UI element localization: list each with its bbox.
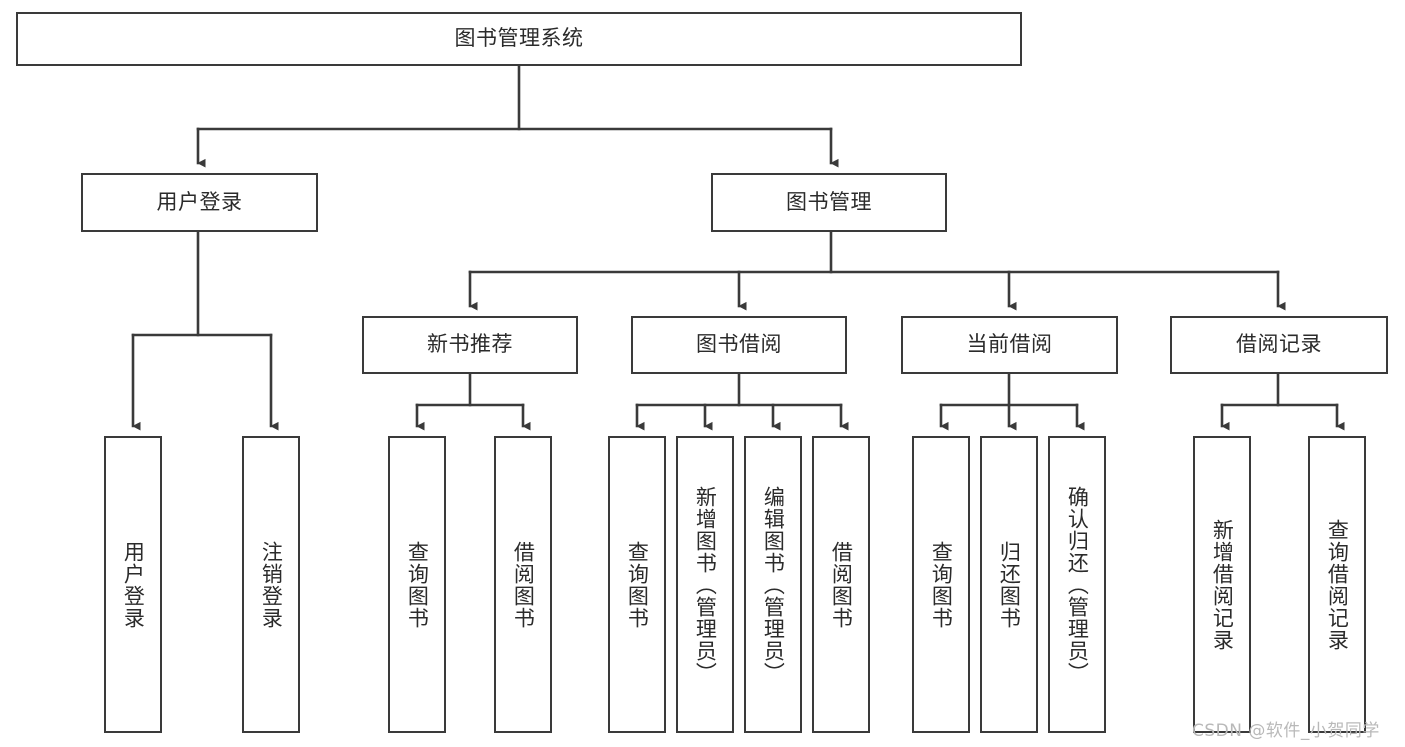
- leaf-user-login[interactable]: 用户登录: [104, 436, 162, 733]
- leaf-borrow-borrow-book[interactable]: 借阅图书: [812, 436, 870, 733]
- leaf-records-query-record-label: 查询借阅记录: [1325, 518, 1350, 651]
- node-user-login-label: 用户登录: [156, 189, 243, 214]
- node-user-login[interactable]: 用户登录: [81, 173, 318, 232]
- leaf-records-add-record[interactable]: 新增借阅记录: [1193, 436, 1251, 733]
- leaf-newbook-borrow-book[interactable]: 借阅图书: [494, 436, 552, 733]
- leaf-borrow-edit-book-label: 编辑图书（管理员）: [761, 485, 786, 684]
- node-borrow-records-label: 借阅记录: [1236, 332, 1322, 357]
- leaf-borrow-add-book[interactable]: 新增图书（管理员）: [676, 436, 734, 733]
- node-book-management[interactable]: 图书管理: [711, 173, 947, 232]
- leaf-user-login-label: 用户登录: [121, 540, 146, 629]
- leaf-current-query-book[interactable]: 查询图书: [912, 436, 970, 733]
- leaf-newbook-borrow-book-label: 借阅图书: [511, 540, 536, 629]
- leaf-logout[interactable]: 注销登录: [242, 436, 300, 733]
- leaf-borrow-query-book-label: 查询图书: [625, 540, 650, 629]
- leaf-current-return-book-label: 归还图书: [997, 540, 1022, 629]
- leaf-current-return-book[interactable]: 归还图书: [980, 436, 1038, 733]
- leaf-records-query-record[interactable]: 查询借阅记录: [1308, 436, 1366, 733]
- leaf-records-add-record-label: 新增借阅记录: [1210, 518, 1235, 651]
- leaf-logout-label: 注销登录: [259, 540, 284, 629]
- node-book-borrow[interactable]: 图书借阅: [631, 316, 847, 374]
- node-book-borrow-label: 图书借阅: [696, 332, 782, 357]
- node-borrow-records[interactable]: 借阅记录: [1170, 316, 1388, 374]
- leaf-borrow-edit-book[interactable]: 编辑图书（管理员）: [744, 436, 802, 733]
- csdn-watermark: CSDN @软件_小贺同学: [1192, 721, 1380, 741]
- leaf-newbook-query-book[interactable]: 查询图书: [388, 436, 446, 733]
- node-new-book-recommend-label: 新书推荐: [427, 332, 513, 357]
- node-root[interactable]: 图书管理系统: [16, 12, 1022, 66]
- leaf-current-confirm-return-label: 确认归还（管理员）: [1065, 485, 1090, 684]
- leaf-current-query-book-label: 查询图书: [929, 540, 954, 629]
- node-book-management-label: 图书管理: [786, 189, 872, 214]
- node-current-borrow[interactable]: 当前借阅: [901, 316, 1118, 374]
- leaf-borrow-query-book[interactable]: 查询图书: [608, 436, 666, 733]
- leaf-current-confirm-return[interactable]: 确认归还（管理员）: [1048, 436, 1106, 733]
- leaf-borrow-add-book-label: 新增图书（管理员）: [693, 485, 718, 684]
- node-root-label: 图书管理系统: [454, 26, 584, 51]
- leaf-borrow-borrow-book-label: 借阅图书: [829, 540, 854, 629]
- node-new-book-recommend[interactable]: 新书推荐: [362, 316, 578, 374]
- leaf-newbook-query-book-label: 查询图书: [405, 540, 430, 629]
- node-current-borrow-label: 当前借阅: [966, 332, 1053, 357]
